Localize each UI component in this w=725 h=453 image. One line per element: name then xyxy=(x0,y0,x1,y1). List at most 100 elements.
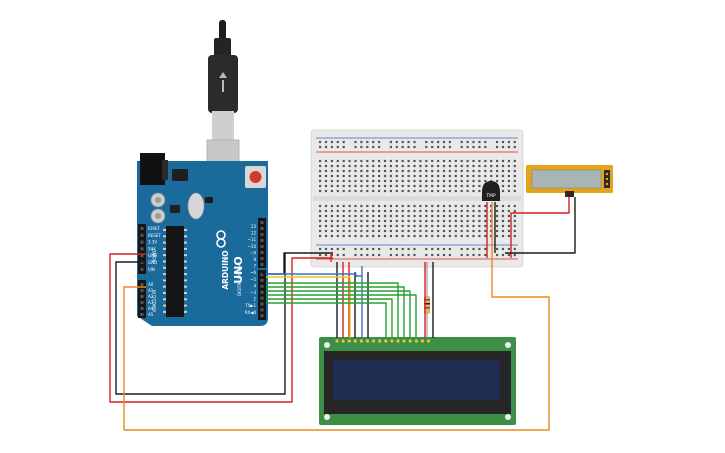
breadboard-hole[interactable] xyxy=(496,140,499,144)
breadboard-hole[interactable] xyxy=(448,189,451,193)
lcd-display[interactable] xyxy=(319,337,516,425)
breadboard-hole[interactable] xyxy=(360,229,363,233)
breadboard-hole[interactable] xyxy=(472,184,475,188)
breadboard-hole[interactable] xyxy=(378,204,381,208)
breadboard-hole[interactable] xyxy=(454,229,457,233)
breadboard-hole[interactable] xyxy=(460,247,463,251)
breadboard-hole[interactable] xyxy=(431,140,434,144)
breadboard-hole[interactable] xyxy=(442,189,446,193)
breadboard-hole[interactable] xyxy=(460,189,463,193)
breadboard-hole[interactable] xyxy=(407,253,410,257)
breadboard-hole[interactable] xyxy=(496,209,499,213)
breadboard-hole[interactable] xyxy=(395,234,398,238)
breadboard-hole[interactable] xyxy=(360,145,363,149)
breadboard-hole[interactable] xyxy=(454,159,457,163)
breadboard-hole[interactable] xyxy=(401,140,404,144)
breadboard-hole[interactable] xyxy=(342,145,345,149)
breadboard-hole[interactable] xyxy=(419,169,422,173)
breadboard-hole[interactable] xyxy=(507,179,510,183)
breadboard-hole[interactable] xyxy=(319,145,322,149)
breadboard-hole[interactable] xyxy=(507,253,510,257)
breadboard-hole[interactable] xyxy=(407,214,410,218)
breadboard-hole[interactable] xyxy=(407,145,410,149)
breadboard-hole[interactable] xyxy=(360,224,363,228)
breadboard-hole[interactable] xyxy=(413,184,416,188)
breadboard-hole[interactable] xyxy=(319,214,322,218)
breadboard-hole[interactable] xyxy=(460,234,463,238)
breadboard-hole[interactable] xyxy=(330,169,333,173)
breadboard-hole[interactable] xyxy=(401,169,404,173)
breadboard-hole[interactable] xyxy=(324,140,328,144)
breadboard-hole[interactable] xyxy=(442,140,446,144)
breadboard-hole[interactable] xyxy=(490,164,493,168)
breadboard-hole[interactable] xyxy=(378,169,381,173)
breadboard-hole[interactable] xyxy=(466,209,469,213)
lcd-pin[interactable] xyxy=(359,339,363,343)
breadboard-hole[interactable] xyxy=(478,184,481,188)
breadboard-hole[interactable] xyxy=(389,209,392,213)
breadboard-hole[interactable] xyxy=(342,164,345,168)
breadboard-hole[interactable] xyxy=(336,234,339,238)
digital-header-low[interactable] xyxy=(258,270,266,320)
breadboard-hole[interactable] xyxy=(378,229,381,233)
breadboard-hole[interactable] xyxy=(383,234,387,238)
breadboard-hole[interactable] xyxy=(407,189,410,193)
breadboard-hole[interactable] xyxy=(448,209,451,213)
breadboard-hole[interactable] xyxy=(437,253,440,257)
header-pin[interactable] xyxy=(140,227,144,230)
breadboard-hole[interactable] xyxy=(454,174,457,178)
breadboard-hole[interactable] xyxy=(466,145,469,149)
breadboard-hole[interactable] xyxy=(383,174,387,178)
breadboard-hole[interactable] xyxy=(324,189,328,193)
breadboard-hole[interactable] xyxy=(354,247,357,251)
breadboard-hole[interactable] xyxy=(442,179,446,183)
breadboard-hole[interactable] xyxy=(366,184,369,188)
breadboard-hole[interactable] xyxy=(324,253,328,257)
breadboard-hole[interactable] xyxy=(437,169,440,173)
breadboard-hole[interactable] xyxy=(484,140,487,144)
breadboard-hole[interactable] xyxy=(478,224,481,228)
breadboard-hole[interactable] xyxy=(513,189,516,193)
lcd-pin[interactable] xyxy=(335,339,339,343)
header-pin[interactable] xyxy=(260,296,264,300)
breadboard-hole[interactable] xyxy=(478,219,481,223)
breadboard-hole[interactable] xyxy=(324,204,328,208)
breadboard-hole[interactable] xyxy=(448,169,451,173)
lcd-pin[interactable] xyxy=(402,339,406,343)
breadboard-hole[interactable] xyxy=(407,234,410,238)
breadboard-hole[interactable] xyxy=(348,234,351,238)
breadboard-hole[interactable] xyxy=(330,145,333,149)
breadboard-hole[interactable] xyxy=(348,229,351,233)
breadboard-hole[interactable] xyxy=(484,204,487,208)
breadboard-hole[interactable] xyxy=(330,164,333,168)
breadboard-hole[interactable] xyxy=(360,204,363,208)
breadboard-hole[interactable] xyxy=(472,247,475,251)
breadboard-hole[interactable] xyxy=(431,159,434,163)
breadboard-hole[interactable] xyxy=(472,145,475,149)
breadboard-hole[interactable] xyxy=(336,229,339,233)
breadboard-hole[interactable] xyxy=(360,164,363,168)
breadboard-hole[interactable] xyxy=(360,189,363,193)
breadboard-hole[interactable] xyxy=(478,229,481,233)
analog-header[interactable] xyxy=(138,280,146,318)
header-pin[interactable] xyxy=(260,278,264,282)
breadboard-hole[interactable] xyxy=(507,229,510,233)
breadboard-hole[interactable] xyxy=(413,219,416,223)
breadboard-hole[interactable] xyxy=(401,229,404,233)
breadboard-hole[interactable] xyxy=(437,219,440,223)
breadboard-hole[interactable] xyxy=(437,209,440,213)
breadboard-hole[interactable] xyxy=(342,174,345,178)
breadboard-hole[interactable] xyxy=(330,159,333,163)
breadboard-hole[interactable] xyxy=(431,184,434,188)
breadboard-hole[interactable] xyxy=(383,169,387,173)
breadboard-hole[interactable] xyxy=(336,140,339,144)
breadboard-hole[interactable] xyxy=(319,179,322,183)
header-pin[interactable] xyxy=(260,227,264,230)
breadboard-hole[interactable] xyxy=(395,145,398,149)
breadboard-hole[interactable] xyxy=(442,214,446,218)
breadboard-hole[interactable] xyxy=(419,184,422,188)
breadboard-hole[interactable] xyxy=(330,229,333,233)
breadboard-hole[interactable] xyxy=(366,204,369,208)
breadboard-hole[interactable] xyxy=(348,204,351,208)
breadboard-hole[interactable] xyxy=(501,229,505,233)
